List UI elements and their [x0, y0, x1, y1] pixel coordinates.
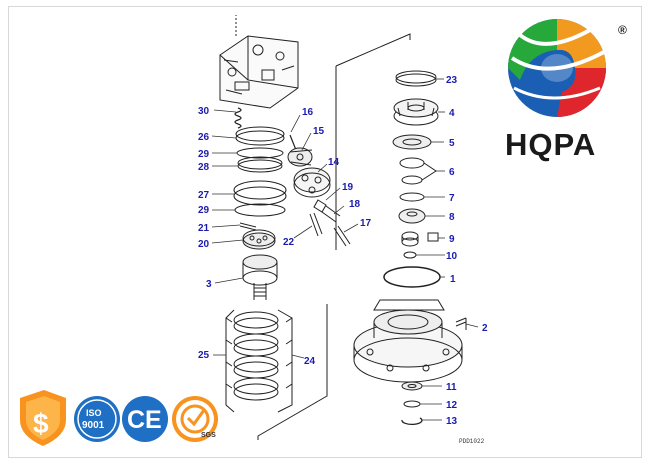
part-label-3: 3 [206, 279, 212, 290]
part-label-23: 23 [446, 75, 458, 86]
part-label-8: 8 [449, 212, 455, 223]
part-label-13: 13 [446, 416, 458, 427]
part-label-26: 26 [198, 132, 210, 143]
part-label-7: 7 [449, 193, 455, 204]
part-label-27: 27 [198, 190, 210, 201]
sgs-label: SGS [201, 432, 216, 439]
part-label-25: 25 [198, 350, 210, 361]
part-label-24: 24 [304, 356, 316, 367]
left-assembly-drawing [219, 15, 411, 440]
ce-label: CE [127, 406, 162, 434]
iso-label-bottom: 9001 [82, 420, 105, 431]
part-label-6: 6 [449, 167, 455, 178]
part-label-10: 10 [446, 251, 458, 262]
part-label-11: 11 [446, 382, 457, 393]
part-label-29b: 29 [198, 205, 210, 216]
brand-name: HQPA [505, 127, 596, 162]
part-label-20: 20 [198, 239, 210, 250]
part-label-9: 9 [449, 234, 455, 245]
image-frame [8, 6, 642, 458]
part-label-22: 22 [283, 237, 295, 248]
right-assembly-drawing [353, 70, 467, 425]
leader-lines [211, 78, 479, 421]
part-label-1: 1 [450, 274, 456, 285]
sgs-check-icon: SGS [172, 396, 218, 442]
iso-seal-icon: ISO 9001 [74, 396, 120, 442]
drawing-reference-code: PDD1022 [459, 438, 485, 445]
part-label-14: 14 [328, 157, 340, 168]
shield-dollar-icon: $ [20, 390, 66, 446]
iso-label-top: ISO [86, 408, 102, 418]
part-label-16: 16 [302, 107, 314, 118]
part-label-18: 18 [349, 199, 361, 210]
part-label-15: 15 [313, 126, 325, 137]
part-label-21: 21 [198, 223, 210, 234]
part-label-19: 19 [342, 182, 354, 193]
part-label-17: 17 [360, 218, 372, 229]
part-label-5: 5 [449, 138, 455, 149]
ce-mark-icon: CE [122, 396, 168, 442]
part-label-2: 2 [482, 323, 488, 334]
part-label-4: 4 [449, 108, 455, 119]
hqpa-globe-logo-icon [508, 19, 606, 117]
svg-text:$: $ [33, 408, 49, 439]
part-label-12: 12 [446, 400, 458, 411]
part-labels: 1 2 3 4 5 6 7 8 9 10 11 12 13 14 15 16 1… [198, 75, 488, 427]
part-label-30: 30 [198, 106, 210, 117]
part-label-28: 28 [198, 162, 210, 173]
registered-mark: ® [618, 23, 627, 37]
part-label-29a: 29 [198, 149, 210, 160]
